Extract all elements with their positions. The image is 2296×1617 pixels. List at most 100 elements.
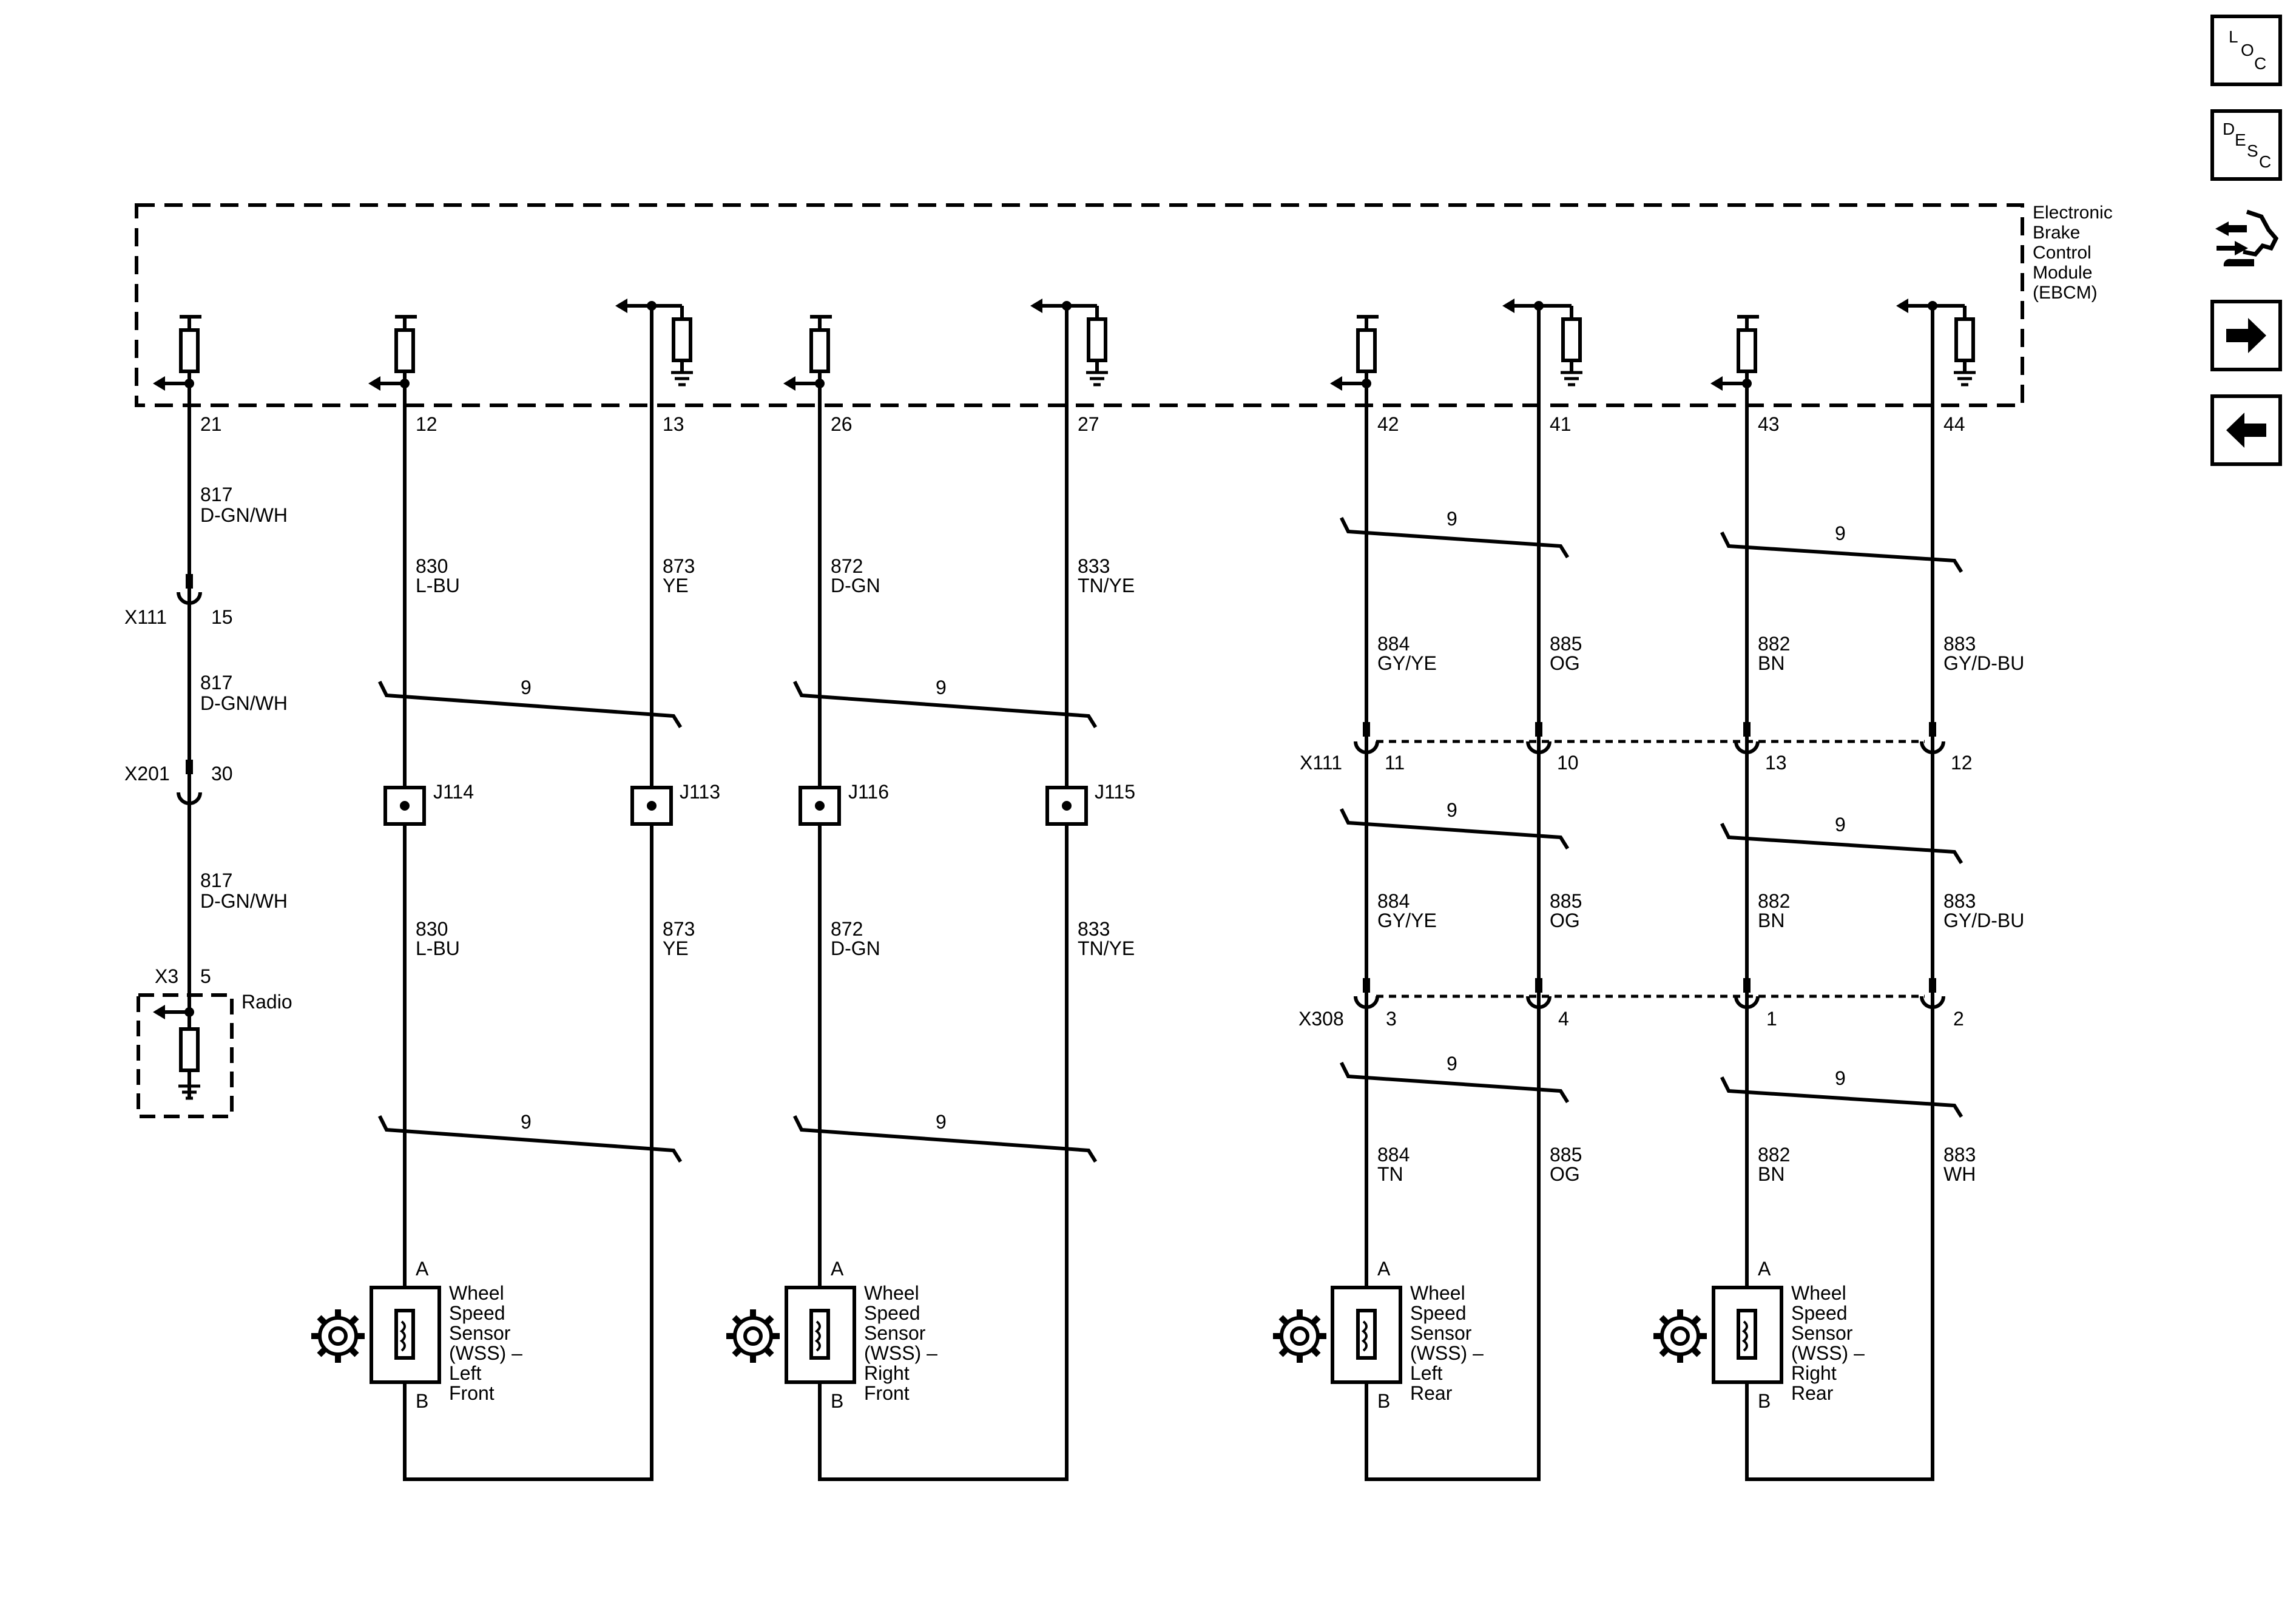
- twist-label-lf-2: 9: [521, 1111, 532, 1133]
- arrow-right-icon: [2226, 318, 2266, 353]
- wss-rr-label-2: Speed: [1791, 1302, 1848, 1324]
- wire-882-color-3: BN: [1758, 1163, 1784, 1185]
- loc-letter-o: O: [2241, 41, 2254, 59]
- pin-44-number: 44: [1943, 413, 1965, 435]
- wire-882-circuit-1: 882: [1758, 633, 1790, 655]
- wire-817-color-1: D-GN/WH: [200, 504, 288, 526]
- ebcm-module-outline: [135, 203, 2024, 407]
- twist-label-lf-1: 9: [521, 677, 532, 698]
- wss-rf-pin-a: A: [831, 1258, 844, 1280]
- wire-830-color-1: L-BU: [416, 575, 460, 596]
- wss-rf-label-3: Sensor: [864, 1322, 926, 1344]
- wire-817-circuit-2: 817: [200, 672, 232, 694]
- twist-label-rr-3: 9: [1835, 1067, 1846, 1089]
- x308-pin-3: 3: [1386, 1008, 1397, 1030]
- x111-pin-11: 11: [1385, 752, 1405, 774]
- desc-letter-d: D: [2223, 120, 2235, 138]
- twist-rf-1: [792, 680, 1098, 729]
- wire-873-circuit-1: 873: [663, 555, 695, 577]
- loc-icon: L O C: [2229, 27, 2266, 73]
- wire-872-circuit-2: 872: [831, 918, 863, 940]
- pin-26-number: 26: [831, 413, 853, 435]
- module-name-line-3: Control: [2033, 243, 2092, 263]
- wss-lr-pin-a: A: [1377, 1258, 1391, 1280]
- module-name-line-1: Electronic: [2033, 203, 2113, 223]
- wire-885-color-3: OG: [1550, 1163, 1580, 1185]
- loc-button[interactable]: L O C: [2210, 15, 2282, 86]
- wire-833-circuit-2: 833: [1078, 918, 1110, 940]
- j114-label: J114: [433, 781, 474, 803]
- loc-letter-c: C: [2254, 54, 2266, 73]
- pin-44-internal: [1896, 299, 1976, 385]
- wire-883-color-3: WH: [1943, 1163, 1976, 1185]
- x111-single-pin: 15: [211, 606, 233, 628]
- pin-43-number: 43: [1758, 413, 1780, 435]
- wire-817-circuit-1: 817: [200, 484, 232, 505]
- pin-13-internal: [615, 299, 693, 385]
- desc-letter-s: S: [2247, 141, 2258, 160]
- pin-12-internal: [368, 315, 417, 391]
- wss-lf-pin-b: B: [416, 1390, 428, 1412]
- x308-pin-1: 1: [1766, 1008, 1777, 1030]
- twist-label-rr-1: 9: [1835, 522, 1846, 544]
- x111-connector: X111 11 10 13 12: [1300, 722, 1973, 774]
- wire-885-circuit-3: 885: [1550, 1144, 1582, 1166]
- wire-882-color-2: BN: [1758, 910, 1784, 931]
- twist-label-rf-2: 9: [936, 1111, 947, 1133]
- wheel-speed-sensor-right-front: A B Wheel Speed Sensor (WSS) – Right Fro…: [726, 1258, 937, 1412]
- next-button[interactable]: [2210, 300, 2282, 371]
- wire-885-color-1: OG: [1550, 652, 1580, 674]
- wire-830-circuit-1: 830: [416, 555, 448, 577]
- wire-830-color-2: L-BU: [416, 937, 460, 959]
- wire-884-circuit-1: 884: [1377, 633, 1410, 655]
- pin-13-number: 13: [663, 413, 684, 435]
- pin-21-number: 21: [200, 413, 222, 435]
- wire-817-color-3: D-GN/WH: [200, 890, 288, 912]
- x201-pin: 30: [211, 763, 233, 785]
- wire-883-circuit-2: 883: [1943, 890, 1976, 912]
- wss-lf-label-1: Wheel: [449, 1282, 504, 1304]
- connector-end-view-button[interactable]: [2210, 203, 2282, 275]
- wss-rr-pin-b: B: [1758, 1390, 1771, 1412]
- wss-lr-label-6: Rear: [1410, 1382, 1453, 1404]
- pin-27-number: 27: [1078, 413, 1099, 435]
- module-name-line-4: Module: [2033, 263, 2092, 283]
- wire-882-circuit-2: 882: [1758, 890, 1790, 912]
- wss-lr-label-3: Sensor: [1410, 1322, 1472, 1344]
- wss-rf-pin-b: B: [831, 1390, 843, 1412]
- j115-label: J115: [1095, 781, 1135, 803]
- wire-885-circuit-1: 885: [1550, 633, 1582, 655]
- x111-pin-12: 12: [1951, 752, 1973, 774]
- wire-873-color-2: YE: [663, 937, 689, 959]
- wire-885-circuit-2: 885: [1550, 890, 1582, 912]
- wire-873-circuit-2: 873: [663, 918, 695, 940]
- gear-icon: [1653, 1309, 1707, 1363]
- pin-41-internal: [1502, 299, 1582, 385]
- wire-883-circuit-3: 883: [1943, 1144, 1976, 1166]
- module-name-line-2: Brake: [2033, 223, 2080, 243]
- wire-884-color-1: GY/YE: [1377, 652, 1437, 674]
- wire-885-color-2: OG: [1550, 910, 1580, 931]
- wss-lr-label-4: (WSS) –: [1410, 1342, 1484, 1364]
- wire-883-circuit-1: 883: [1943, 633, 1976, 655]
- desc-letter-e: E: [2235, 130, 2246, 149]
- wss-lf-label-6: Front: [449, 1382, 495, 1404]
- twist-lr-3: [1339, 1061, 1570, 1104]
- twist-lr-2: [1339, 808, 1570, 850]
- radio-pin: 5: [200, 965, 211, 987]
- twist-label-lr-1: 9: [1447, 508, 1457, 530]
- wss-lf-label-2: Speed: [449, 1302, 505, 1324]
- desc-button[interactable]: D E S C: [2210, 109, 2282, 181]
- wire-882-circuit-3: 882: [1758, 1144, 1790, 1166]
- wss-rf-label-6: Front: [864, 1382, 910, 1404]
- x308-pin-2: 2: [1953, 1008, 1964, 1030]
- pin-42-number: 42: [1377, 413, 1399, 435]
- wire-872-color-1: D-GN: [831, 575, 880, 596]
- twist-lf-1: [377, 680, 683, 729]
- splice-j114: J114: [383, 781, 474, 826]
- wss-rr-label-3: Sensor: [1791, 1322, 1853, 1344]
- previous-button[interactable]: [2210, 394, 2282, 466]
- gear-icon: [1273, 1309, 1326, 1363]
- wss-lr-label-2: Speed: [1410, 1302, 1467, 1324]
- pin-26-internal: [783, 315, 832, 391]
